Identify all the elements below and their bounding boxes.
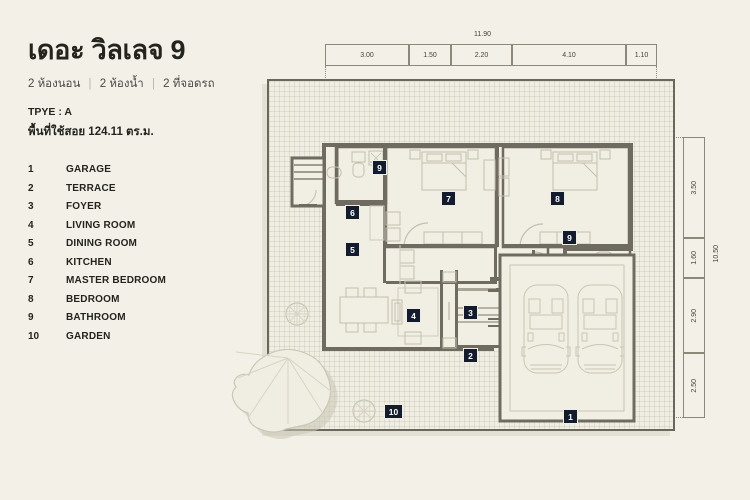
badge-bathroom-second[interactable]: 9 (562, 230, 577, 245)
dimension-top-seg-4: 4.10 (512, 44, 626, 66)
legend-number: 4 (28, 219, 34, 231)
legend-label: DINING ROOM (66, 238, 138, 250)
info-panel: เดอะ วิลเลจ 9 2 ห้องนอน | 2 ห้องน้ำ | 2 … (28, 35, 278, 346)
legend-number: 6 (28, 256, 34, 268)
legend-number: 10 (28, 330, 40, 342)
badge-kitchen[interactable]: 6 (345, 205, 360, 220)
legend-number: 5 (28, 238, 34, 250)
badge-bathroom-master[interactable]: 9 (372, 160, 387, 175)
legend-label: MASTER BEDROOM (66, 275, 167, 287)
summary-bedrooms: 2 ห้องนอน (28, 77, 81, 90)
dimension-top-seg-5: 1.10 (626, 44, 657, 66)
legend-label: GARDEN (66, 330, 111, 342)
legend-number: 8 (28, 293, 34, 305)
list-item: 9 BATHROOM (28, 309, 278, 328)
hall-closet (326, 166, 342, 179)
dimension-top-seg-3: 2.20 (451, 44, 512, 66)
service-stairs-area (290, 156, 326, 208)
room-legend: 1 GARAGE 2 TERRACE 3 FOYER 4 LIVING ROOM… (28, 161, 278, 346)
list-item: 3 FOYER (28, 198, 278, 217)
wall-stubs (488, 289, 501, 327)
dimension-top-total: 11.90 (474, 31, 491, 38)
badge-foyer[interactable]: 3 (463, 305, 478, 320)
legend-label: FOYER (66, 201, 102, 213)
dimension-top-seg-1: 3.00 (325, 44, 409, 66)
legend-label: BATHROOM (66, 312, 126, 324)
legend-number: 7 (28, 275, 34, 287)
legend-number: 9 (28, 312, 34, 324)
legend-number: 2 (28, 182, 34, 194)
interior-walls-upper (336, 147, 386, 283)
summary-bathrooms: 2 ห้องน้ำ (99, 77, 144, 90)
legend-number: 1 (28, 164, 34, 176)
legend-number: 3 (28, 201, 34, 213)
summary-separator-2: | (151, 77, 155, 90)
dimension-right-seg-2: 1.60 (683, 238, 705, 278)
list-item: 2 TERRACE (28, 179, 278, 198)
room-dining-living (339, 280, 439, 345)
badge-bedroom[interactable]: 8 (550, 191, 565, 206)
tree-large-icon (231, 348, 338, 439)
badge-dining-room[interactable]: 5 (345, 242, 360, 257)
badge-master-bedroom[interactable]: 7 (441, 191, 456, 206)
house-type: TPYE : A (28, 105, 72, 118)
badge-living-room[interactable]: 4 (406, 308, 421, 323)
list-item: 5 DINING ROOM (28, 235, 278, 254)
legend-label: LIVING ROOM (66, 219, 136, 231)
tree-small-icon-2 (352, 399, 376, 423)
legend-label: TERRACE (66, 182, 116, 194)
property-summary: 2 ห้องนอน | 2 ห้องน้ำ | 2 ที่จอดรถ (28, 75, 278, 93)
usable-area: พื้นที่ใช้สอย 124.11 ตร.ม. (28, 125, 154, 138)
room-garage (498, 253, 636, 423)
list-item: 1 GARAGE (28, 161, 278, 180)
room-kitchen (369, 205, 415, 285)
legend-label: KITCHEN (66, 256, 112, 268)
tree-small-icon-1 (285, 302, 309, 326)
legend-label: BEDROOM (66, 293, 120, 305)
list-item: 8 BEDROOM (28, 290, 278, 309)
legend-label: GARAGE (66, 164, 112, 176)
summary-parking: 2 ที่จอดรถ (163, 77, 215, 90)
list-item: 7 MASTER BEDROOM (28, 272, 278, 291)
badge-garage[interactable]: 1 (563, 409, 578, 424)
summary-separator-1: | (88, 77, 92, 90)
badge-garden[interactable]: 10 (384, 404, 403, 419)
page-title: เดอะ วิลเลจ 9 (28, 35, 186, 65)
list-item: 10 GARDEN (28, 327, 278, 346)
dimension-right-seg-4: 2.50 (683, 353, 705, 418)
badge-terrace[interactable]: 2 (463, 348, 478, 363)
dimension-right-seg-1: 3.50 (683, 137, 705, 238)
list-item: 4 LIVING ROOM (28, 216, 278, 235)
list-item: 6 KITCHEN (28, 253, 278, 272)
dimension-top-seg-2: 1.50 (409, 44, 451, 66)
dimension-right-seg-3: 2.90 (683, 278, 705, 353)
